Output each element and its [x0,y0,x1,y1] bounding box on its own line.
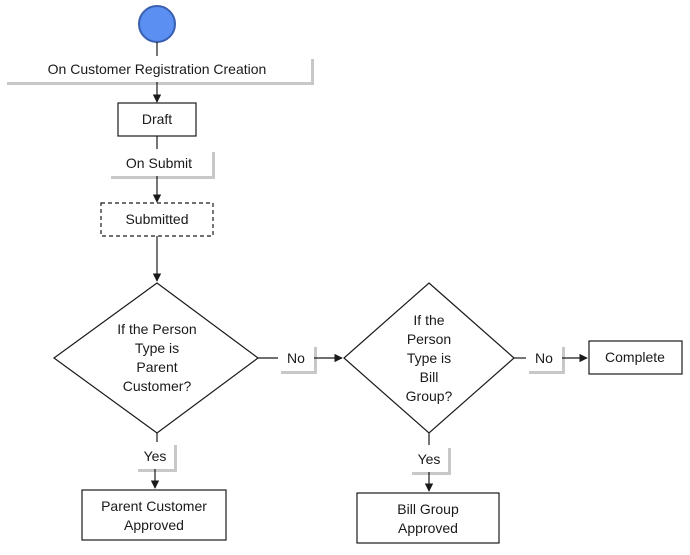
state-parent-customer-approved-line-2: Approved [124,517,184,533]
decision-bill-group-line-5: Group? [406,388,453,404]
state-draft-box[interactable] [117,102,197,137]
state-bill-group-approved-box[interactable] [356,492,500,544]
state-complete-box[interactable] [588,340,683,375]
onsubmit-label-box [108,149,212,176]
state-draft-label: Draft [142,111,172,127]
decision2-no-box [526,344,562,371]
decision1-yes-label: Yes [144,448,167,464]
trigger-label-box [4,56,311,82]
decision-parent-customer-line-2: Type is [135,340,179,356]
decision-parent-customer-line-1: If the Person [117,321,196,337]
decision-parent-customer-line-3: Parent [136,359,177,375]
decision1-no-box [278,344,314,371]
decision-bill-group-line-2: Person [407,331,451,347]
onsubmit-label: On Submit [126,155,192,171]
decision-bill-group-line-3: Type is [407,350,451,366]
state-submitted-box[interactable] [100,202,214,237]
state-complete-label: Complete [605,349,665,365]
decision-parent-customer[interactable] [52,282,260,434]
trigger-label: On Customer Registration Creation [48,61,267,77]
decision-parent-customer-line-4: Customer? [123,378,192,394]
decision-bill-group-line-4: Bill [420,369,439,385]
decision2-no-label: No [535,350,553,366]
state-parent-customer-approved-line-1: Parent Customer [101,498,207,514]
state-submitted-label: Submitted [125,211,188,227]
state-parent-customer-approved-box[interactable] [81,489,227,541]
state-bill-group-approved-line-1: Bill Group [397,501,459,517]
state-bill-group-approved-line-2: Approved [398,520,458,536]
decision2-yes-box [409,445,448,472]
decision1-no-label: No [287,350,305,366]
start-event-circle[interactable] [138,5,176,43]
decision1-yes-box [135,442,174,469]
decision-bill-group-line-1: If the [413,312,444,328]
decision2-yes-label: Yes [418,451,441,467]
